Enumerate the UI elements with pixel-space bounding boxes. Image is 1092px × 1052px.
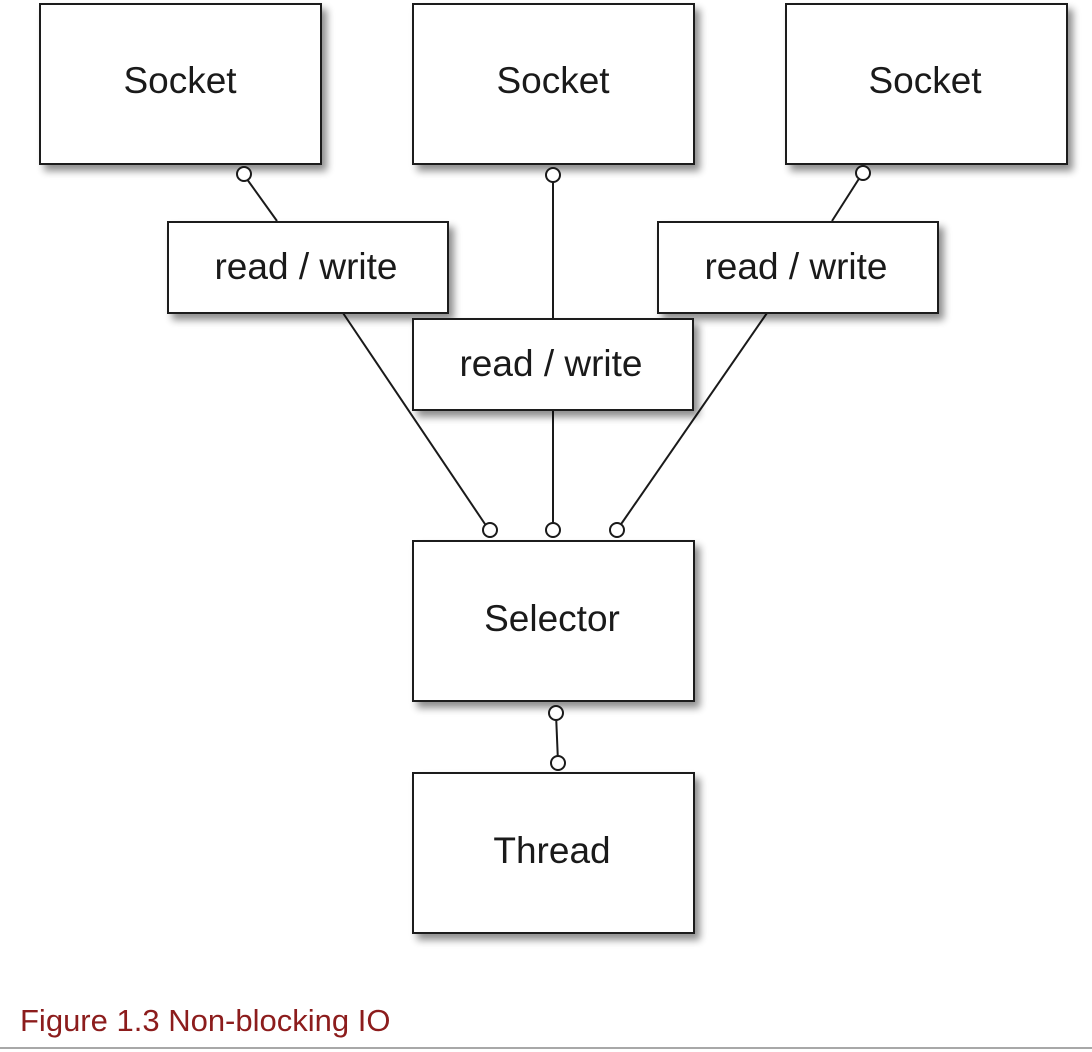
divider [0, 1047, 1092, 1049]
socket-label-1: Socket [123, 60, 237, 101]
endpoint-selector-left [482, 522, 498, 538]
endpoint-selector-center [545, 522, 561, 538]
thread-box: Thread [412, 772, 695, 934]
connector-socket3-rw3 [831, 173, 863, 222]
read-write-label-3: read / write [704, 246, 887, 287]
read-write-label-1: read / write [214, 246, 397, 287]
endpoint-thread-top [550, 755, 566, 771]
read-write-box-2: read / write [412, 318, 694, 411]
socket-label-2: Socket [496, 60, 610, 101]
endpoints [236, 165, 871, 771]
endpoint-socket2 [545, 167, 561, 183]
socket-box-2: Socket [412, 3, 695, 165]
connector-rw1-selector [342, 312, 490, 531]
endpoint-socket3 [855, 165, 871, 181]
socket-label-3: Socket [868, 60, 982, 101]
endpoint-socket1 [236, 166, 252, 182]
read-write-box-1: read / write [167, 221, 449, 314]
socket-box-3: Socket [785, 3, 1068, 165]
connectors [243, 173, 863, 763]
selector-label: Selector [484, 598, 620, 639]
thread-label: Thread [493, 830, 610, 871]
socket-box-1: Socket [39, 3, 322, 165]
endpoint-selector-bottom [548, 705, 564, 721]
connector-selector-thread [555, 713, 559, 763]
read-write-box-3: read / write [657, 221, 939, 314]
connector-socket1-rw1 [243, 174, 278, 222]
endpoint-selector-right [609, 522, 625, 538]
read-write-label-2: read / write [459, 343, 642, 384]
nonblocking-io-diagram: Socket Socket Socket read / write read /… [39, 3, 1068, 934]
selector-box: Selector [412, 540, 695, 702]
figure-caption: Figure 1.3 Non-blocking IO [20, 1003, 391, 1038]
connector-rw3-selector [616, 312, 768, 531]
